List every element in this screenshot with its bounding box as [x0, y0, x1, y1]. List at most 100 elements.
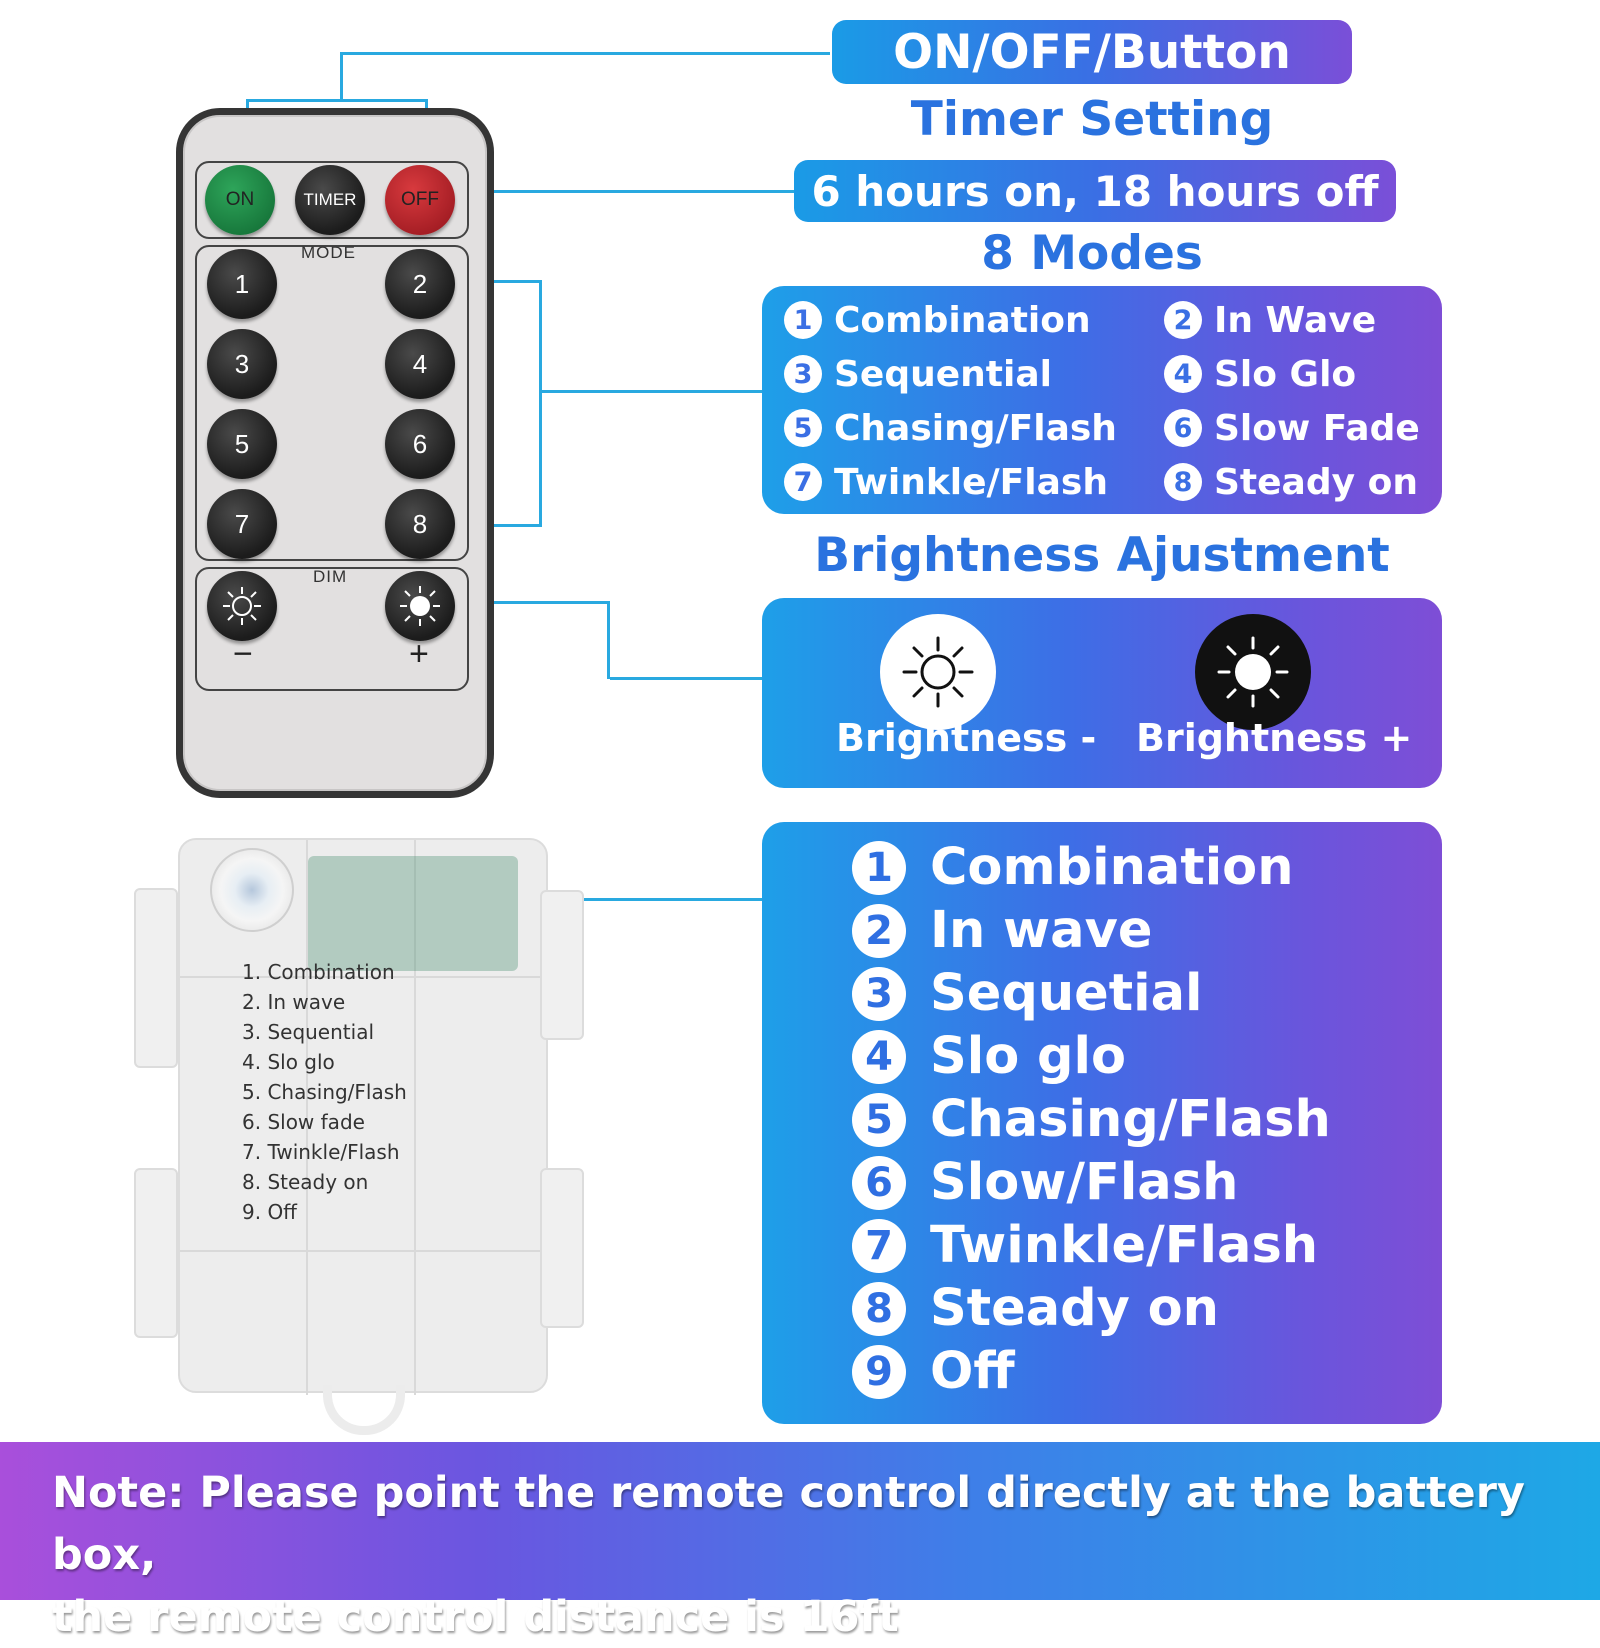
- remote-mode-button-6[interactable]: 6: [385, 409, 455, 479]
- box-mode-number: 7: [852, 1218, 906, 1273]
- ir-sensor: [210, 848, 294, 932]
- onoff-title: ON/OFF/Button: [832, 20, 1352, 84]
- mode-label: Slo Glo: [1214, 353, 1357, 395]
- brightness-plus-label: Brightness +: [1136, 716, 1413, 760]
- mode-item-7: 7 Twinkle/Flash: [784, 456, 1164, 508]
- mode-number: 3: [784, 355, 822, 393]
- box-mode-label: Chasing/Flash: [930, 1090, 1331, 1149]
- sun-outline-icon: [880, 614, 996, 730]
- box-divider: [180, 976, 550, 978]
- connector-onoff-vertical: [340, 52, 343, 100]
- box-mode-number: 2: [852, 903, 906, 958]
- sun-filled-icon: [1195, 614, 1311, 730]
- connector-modes-bracket: [462, 280, 542, 527]
- remote-mode-button-2[interactable]: 2: [385, 249, 455, 319]
- box-print-line: 4. Slo glo: [242, 1050, 335, 1074]
- sun-filled-icon: [400, 586, 440, 626]
- box-print-line: 8. Steady on: [242, 1170, 369, 1194]
- remote-off-button[interactable]: OFF: [385, 165, 455, 235]
- remote-plus-sign: +: [409, 635, 429, 673]
- box-print-line: 2. In wave: [242, 990, 346, 1014]
- timer-heading: Timer Setting: [910, 92, 1274, 147]
- mode-number: 5: [784, 409, 822, 447]
- remote-timer-button[interactable]: TIMER: [295, 165, 365, 235]
- box-print-line: 5. Chasing/Flash: [242, 1080, 407, 1104]
- mode-number: 1: [784, 301, 822, 339]
- timer-value: 6 hours on, 18 hours off: [794, 160, 1396, 222]
- remote-mode-button-5[interactable]: 5: [207, 409, 277, 479]
- remote-dim-section: [195, 567, 469, 691]
- box-print-line: 7. Twinkle/Flash: [242, 1140, 400, 1164]
- remote-mode-section: [195, 245, 469, 561]
- connector-brightness-2: [610, 677, 762, 680]
- remote-mode-label: MODE: [301, 243, 356, 262]
- box-mode-item-1: 1 Combination: [852, 836, 1331, 899]
- sun-outline-icon: [223, 587, 261, 625]
- remote-power-section: [195, 161, 469, 239]
- note-line-1: Note: Please point the remote control di…: [52, 1468, 1525, 1580]
- box-divider: [414, 840, 416, 1395]
- note-banner: Note: Please point the remote control di…: [0, 1442, 1600, 1642]
- note-line-2: the remote control distance is 16ft: [52, 1592, 899, 1642]
- box-mode-label: Slo glo: [930, 1027, 1127, 1086]
- box-print-line: 9. Off: [242, 1200, 297, 1224]
- box-mode-label: Combination: [930, 838, 1294, 897]
- remote-on-button[interactable]: ON: [205, 165, 275, 235]
- box-side-clip: [134, 1168, 178, 1338]
- box-print-line: 3. Sequential: [242, 1020, 375, 1044]
- remote-mode-button-4[interactable]: 4: [385, 329, 455, 399]
- mode-label: Combination: [834, 299, 1091, 341]
- box-mode-label: Twinkle/Flash: [930, 1216, 1319, 1275]
- remote-dim-up-button[interactable]: [385, 571, 455, 641]
- mode-number: 6: [1164, 409, 1202, 447]
- remote-control: ON TIMER OFF MODE 1 2 3 4 5 6 7 8 DIM − …: [176, 108, 494, 798]
- circuit-board: [308, 856, 518, 971]
- box-print-line: 6. Slow fade: [242, 1110, 365, 1134]
- mode-item-8: 8 Steady on: [1164, 456, 1444, 508]
- remote-mode-button-3[interactable]: 3: [207, 329, 277, 399]
- box-mode-number: 8: [852, 1281, 906, 1336]
- box-mode-label: Off: [930, 1342, 1015, 1401]
- connector-onoff-top: [340, 52, 830, 55]
- connector-brightness: [462, 601, 610, 679]
- box-mode-number: 1: [852, 840, 906, 895]
- remote-dim-down-button[interactable]: [207, 571, 277, 641]
- box-hanging-loop: [323, 1385, 405, 1435]
- remote-mode-button-1[interactable]: 1: [207, 249, 277, 319]
- box-divider: [306, 840, 308, 1395]
- mode-label: Steady on: [1214, 461, 1418, 503]
- mode-number: 8: [1164, 463, 1202, 501]
- brightness-minus-label: Brightness -: [836, 716, 1097, 760]
- box-mode-number: 6: [852, 1155, 906, 1210]
- remote-mode-button-7[interactable]: 7: [207, 489, 277, 559]
- connector-modes: [542, 390, 762, 393]
- mode-label: Chasing/Flash: [834, 407, 1117, 449]
- mode-number: 7: [784, 463, 822, 501]
- box-side-clip: [540, 890, 584, 1040]
- box-divider: [180, 1250, 550, 1252]
- mode-label: Twinkle/Flash: [834, 461, 1108, 503]
- remote-minus-sign: −: [233, 635, 253, 673]
- box-printed-modes: 1. Combination 2. In wave 3. Sequential …: [242, 960, 407, 1230]
- box-mode-item-7: 7 Twinkle/Flash: [852, 1214, 1331, 1277]
- remote-dim-label: DIM: [313, 567, 348, 586]
- box-print-line: 1. Combination: [242, 960, 395, 984]
- mode-number: 4: [1164, 355, 1202, 393]
- brightness-heading: Brightness Ajustment: [814, 528, 1390, 583]
- modes-heading: 8 Modes: [981, 226, 1203, 281]
- mode-label: Slow Fade: [1214, 407, 1420, 449]
- box-mode-item-2: 2 In wave: [852, 899, 1331, 962]
- remote-mode-button-8[interactable]: 8: [385, 489, 455, 559]
- mode-label: Sequential: [834, 353, 1052, 395]
- box-mode-label: In wave: [930, 901, 1153, 960]
- box-mode-label: Sequetial: [930, 964, 1203, 1023]
